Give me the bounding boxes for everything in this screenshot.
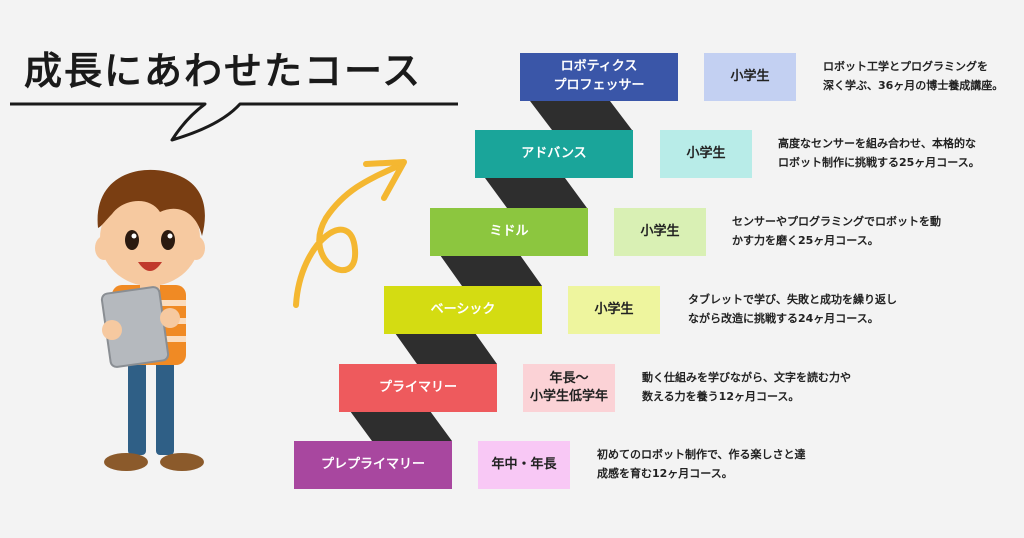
boy-character-illustration [95, 169, 205, 471]
course-name: ベーシック [430, 301, 496, 317]
grade-badge-pre-primary: 年中・年長 [478, 441, 570, 489]
course-name: プレプライマリー [320, 456, 425, 472]
arrow-head-icon [363, 159, 407, 201]
grade-label: 年中・年長 [491, 456, 557, 472]
grade-badge-basic: 小学生 [568, 286, 660, 334]
course-name: アドバンス [521, 145, 587, 161]
course-name: ロボティクス プロフェッサー [553, 59, 645, 93]
course-step-basic: ベーシック [384, 286, 542, 334]
grade-badge-middle: 小学生 [614, 208, 706, 256]
grade-label: 小学生 [730, 68, 770, 84]
course-step-advance: アドバンス [475, 130, 633, 178]
course-description-middle: センサーやプログラミングでロボットを動 かす力を磨く25ヶ月コース。 [732, 215, 941, 247]
growth-arrow [293, 163, 401, 308]
grade-label: 小学生 [640, 223, 680, 239]
staircase-connectors [350, 101, 632, 441]
grade-label: 小学生 [686, 145, 726, 161]
course-description-robotics-professor: ロボット工学とプログラミングを 深く学ぶ、36ヶ月の博士養成講座。 [823, 60, 1004, 92]
course-description-pre-primary: 初めてのロボット制作で、作る楽しさと達 成感を育む12ヶ月コース。 [597, 448, 806, 480]
course-step-middle: ミドル [430, 208, 588, 256]
course-name: プライマリー [378, 379, 457, 395]
course-description-basic: タブレットで学び、失敗と成功を繰り返し ながら改造に挑戦する24ヶ月コース。 [688, 293, 897, 325]
grade-badge-robotics-professor: 小学生 [704, 53, 796, 101]
speech-underline [10, 102, 458, 142]
grade-badge-advance: 小学生 [660, 130, 752, 178]
course-step-pre-primary: プレプライマリー [294, 441, 452, 489]
grade-label: 年長〜 小学生低学年 [529, 370, 608, 404]
course-step-primary: プライマリー [339, 364, 497, 412]
course-name: ミドル [489, 223, 529, 239]
course-description-primary: 動く仕組みを学びながら、文字を読む力や 数える力を養う12ヶ月コース。 [642, 371, 851, 403]
grade-badge-primary: 年長〜 小学生低学年 [523, 364, 615, 412]
grade-label: 小学生 [594, 301, 634, 317]
course-step-robotics-professor: ロボティクス プロフェッサー [520, 53, 678, 101]
course-description-advance: 高度なセンサーを組み合わせ、本格的な ロボット制作に挑戦する25ヶ月コース。 [778, 137, 980, 169]
page-title: 成長にあわせたコース [24, 49, 423, 93]
